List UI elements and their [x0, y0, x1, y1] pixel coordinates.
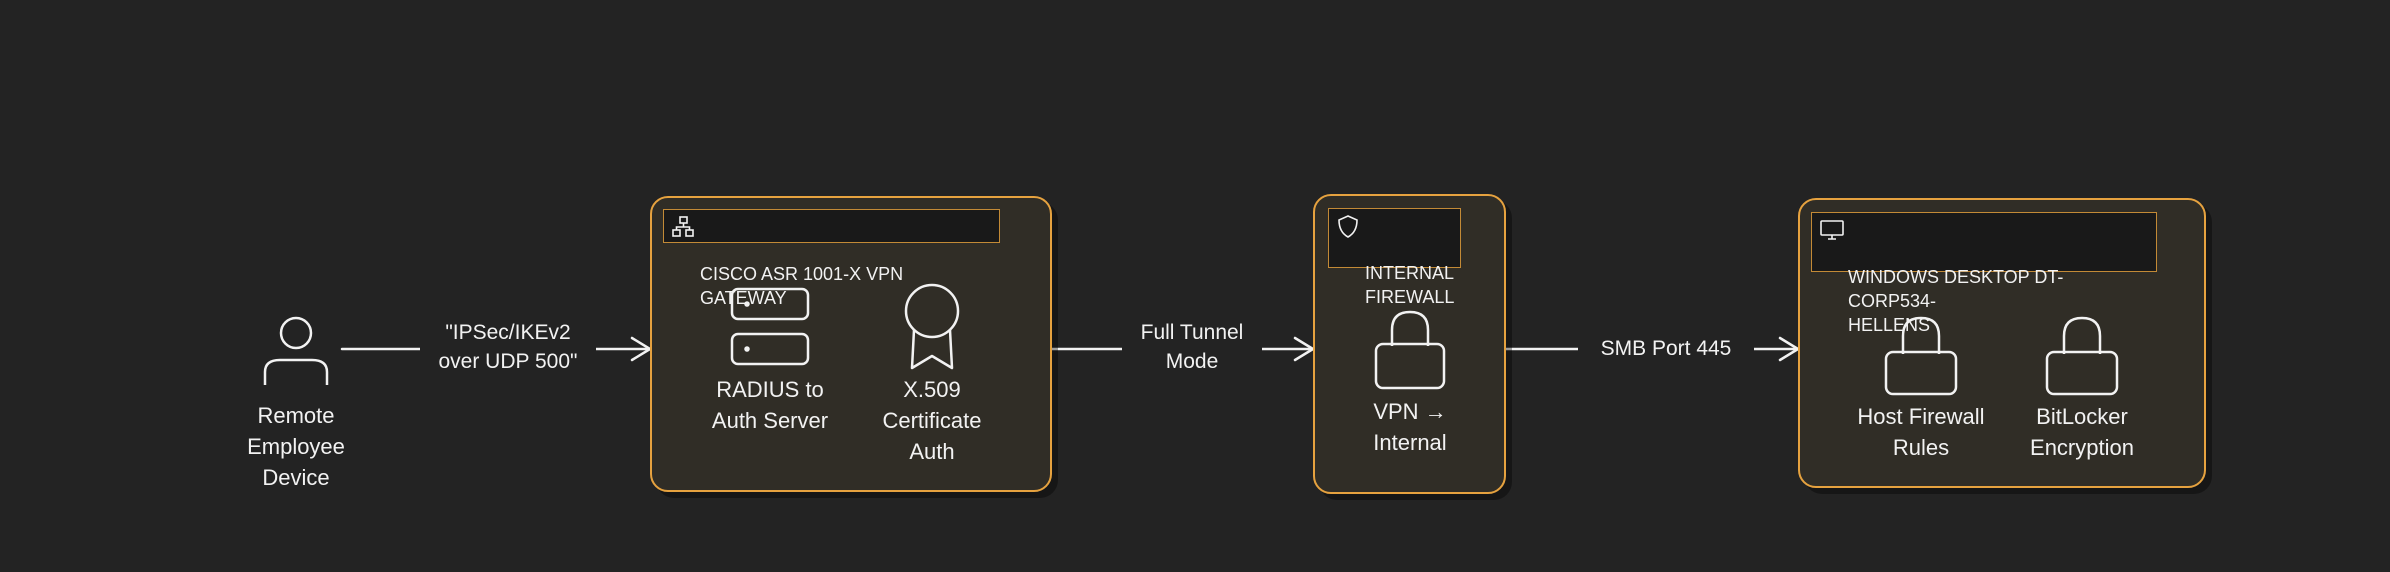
edge-label-smb: SMB Port 445 [1578, 334, 1754, 363]
edge-label-full-tunnel: Full Tunnel Mode [1122, 318, 1262, 376]
x509-label: X.509 Certificate Auth [882, 377, 982, 464]
bitlocker-label: BitLocker Encryption [2030, 404, 2134, 460]
host-firewall-label: Host Firewall Rules [1857, 404, 1985, 460]
internal-firewall-title: INTERNAL FIREWALL [1328, 208, 1461, 307]
network-icon [672, 216, 694, 237]
monitor-icon [1820, 220, 1844, 240]
windows-desktop-title: WINDOWS DESKTOP DT-CORP534- HELLENS [1811, 212, 2157, 335]
shield-icon [1338, 215, 1358, 238]
vpn-gateway-title: CISCO ASR 1001-X VPN GATEWAY [663, 209, 1000, 308]
remote-device-label: Remote Employee Device [247, 403, 345, 490]
internal-firewall-title-text: INTERNAL FIREWALL [1365, 263, 1455, 307]
edge-label-ipsec: "IPSec/IKEv2 over UDP 500" [420, 318, 596, 376]
vpn-internal-label: VPN → Internal [1373, 399, 1447, 455]
vpn-gateway-group [650, 196, 1052, 492]
radius-label: RADIUS to Auth Server [711, 377, 829, 433]
